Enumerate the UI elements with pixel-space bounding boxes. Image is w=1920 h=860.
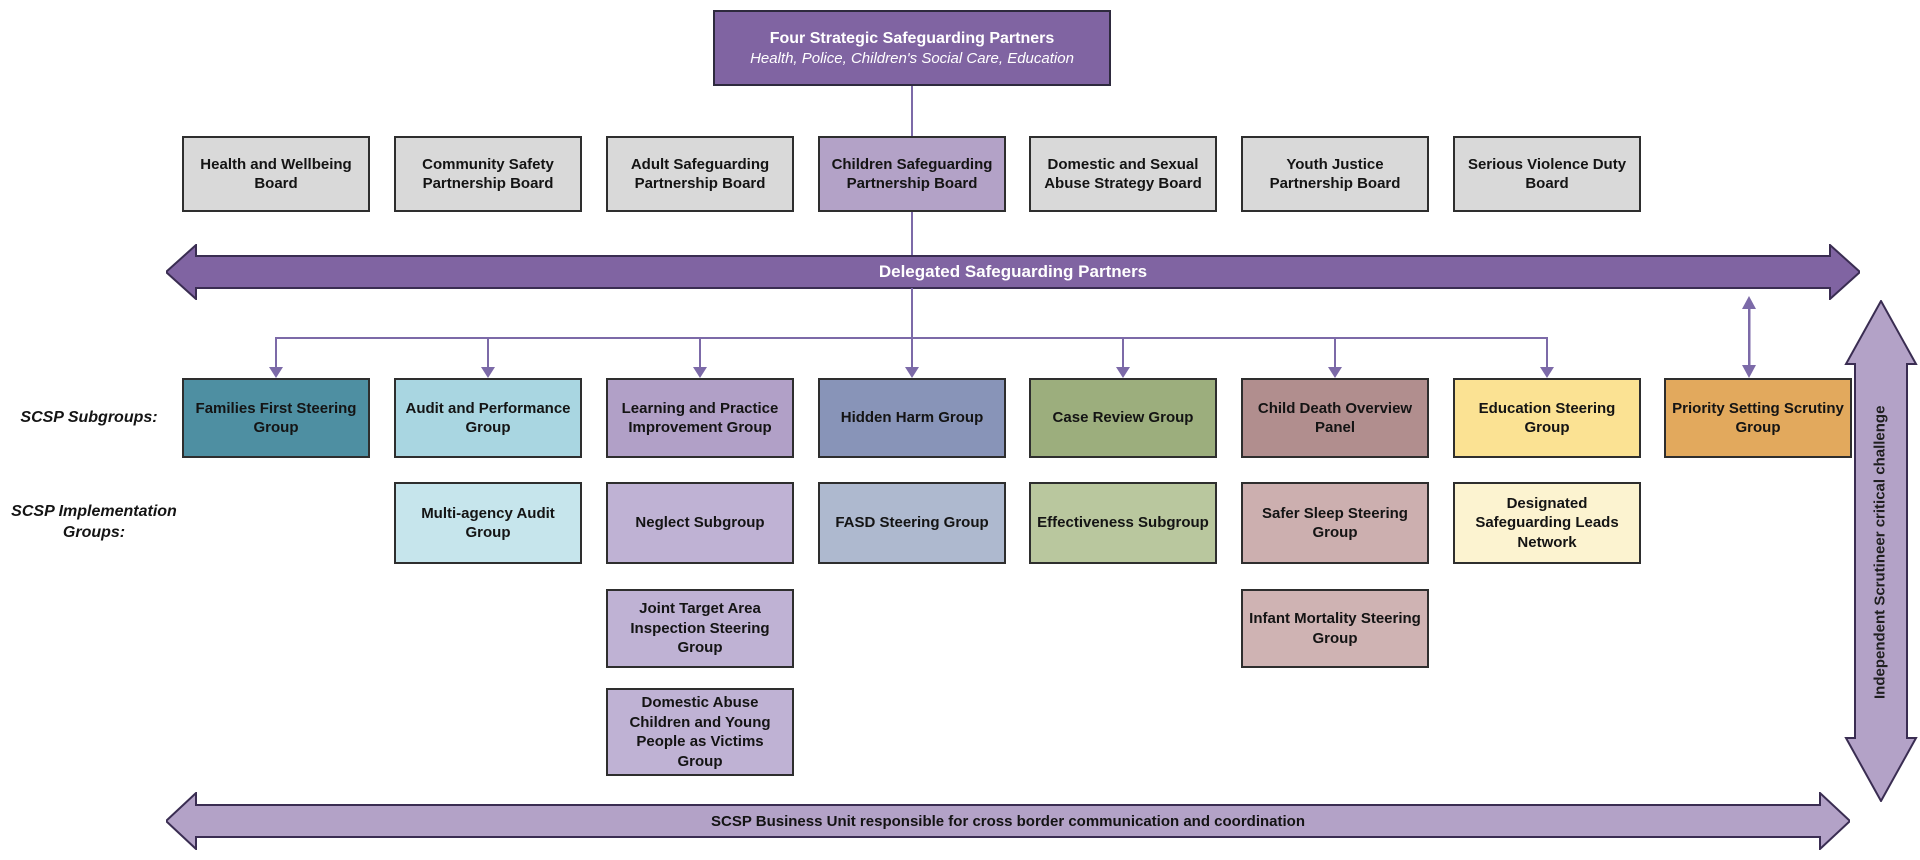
board-label: Domestic and Sexual Abuse Strategy Board bbox=[1044, 155, 1202, 193]
board-label: Serious Violence Duty Board bbox=[1467, 155, 1627, 193]
impl-label: FASD Steering Group bbox=[835, 514, 989, 532]
impl-label: Neglect Subgroup bbox=[635, 514, 765, 532]
connector-line bbox=[275, 337, 277, 368]
tert-box-joint-target-area-inspection: Joint Target Area Inspection Steering Gr… bbox=[606, 589, 794, 668]
impl-label: Safer Sleep Steering Group bbox=[1262, 504, 1408, 542]
board-box-adult-safeguarding: Adult Safeguarding Partnership Board bbox=[606, 136, 794, 212]
arrowhead-down-icon bbox=[1328, 367, 1342, 378]
board-box-children-safeguarding: Children Safeguarding Partnership Board bbox=[818, 136, 1006, 212]
board-label: Children Safeguarding Partnership Board bbox=[831, 155, 993, 193]
delegated-partners-arrow bbox=[166, 244, 1860, 300]
four-strategic-partners-subtitle: Health, Police, Children's Social Care, … bbox=[750, 49, 1074, 67]
subgroup-label: Case Review Group bbox=[1052, 409, 1194, 427]
subgroup-box-priority-setting-scrutiny: Priority Setting Scrutiny Group bbox=[1664, 378, 1852, 458]
impl-box-designated-safeguarding-leads: Designated Safeguarding Leads Network bbox=[1453, 482, 1641, 564]
four-strategic-partners-box: Four Strategic Safeguarding Partners Hea… bbox=[713, 10, 1111, 86]
board-label: Adult Safeguarding Partnership Board bbox=[630, 155, 770, 193]
subgroup-label: Audit and Performance Group bbox=[405, 399, 571, 437]
subgroup-label: Education Steering Group bbox=[1478, 399, 1616, 437]
connector-line bbox=[1334, 337, 1336, 368]
impl-box-fasd-steering: FASD Steering Group bbox=[818, 482, 1006, 564]
impl-label: Effectiveness Subgroup bbox=[1037, 514, 1209, 532]
board-box-health-wellbeing: Health and Wellbeing Board bbox=[182, 136, 370, 212]
connector-line bbox=[1122, 337, 1124, 368]
connector-line bbox=[911, 86, 913, 136]
arrowhead-down-icon bbox=[693, 367, 707, 378]
four-strategic-partners-title: Four Strategic Safeguarding Partners bbox=[769, 29, 1055, 47]
tert-label: Infant Mortality Steering Group bbox=[1249, 610, 1421, 647]
independent-scrutineer-label: Independent Scrutineer critical challeng… bbox=[1871, 405, 1889, 699]
subgroup-label: Child Death Overview Panel bbox=[1257, 399, 1413, 437]
board-box-youth-justice: Youth Justice Partnership Board bbox=[1241, 136, 1429, 212]
connector-line bbox=[911, 288, 913, 368]
impl-box-safer-sleep-steering: Safer Sleep Steering Group bbox=[1241, 482, 1429, 564]
arrowhead-down-icon bbox=[1116, 367, 1130, 378]
board-label: Community Safety Partnership Board bbox=[422, 155, 554, 193]
arrowhead-down-icon bbox=[481, 367, 495, 378]
subgroup-label: Priority Setting Scrutiny Group bbox=[1672, 399, 1844, 437]
impl-label: Designated Safeguarding Leads Network bbox=[1475, 494, 1619, 551]
subgroup-label: Hidden Harm Group bbox=[840, 409, 984, 427]
connector-line bbox=[1546, 337, 1548, 368]
impl-label: Multi-agency Audit Group bbox=[421, 504, 555, 542]
subgroup-label: Learning and Practice Improvement Group bbox=[621, 399, 779, 437]
connector-line bbox=[911, 212, 913, 256]
subgroup-label: Families First Steering Group bbox=[195, 399, 357, 437]
connector-line bbox=[275, 337, 1548, 339]
subgroup-box-case-review: Case Review Group bbox=[1029, 378, 1217, 458]
board-box-domestic-sexual-abuse: Domestic and Sexual Abuse Strategy Board bbox=[1029, 136, 1217, 212]
tert-label: Joint Target Area Inspection Steering Gr… bbox=[630, 600, 770, 657]
subgroup-box-child-death-overview: Child Death Overview Panel bbox=[1241, 378, 1429, 458]
board-label: Health and Wellbeing Board bbox=[200, 155, 352, 193]
board-box-serious-violence: Serious Violence Duty Board bbox=[1453, 136, 1641, 212]
connector-line bbox=[487, 337, 489, 368]
arrowhead-down-icon bbox=[905, 367, 919, 378]
impl-box-effectiveness-subgroup: Effectiveness Subgroup bbox=[1029, 482, 1217, 564]
scsp-subgroups-label: SCSP Subgroups: bbox=[20, 408, 158, 426]
quat-label: Domestic Abuse Children and Young People… bbox=[629, 694, 771, 770]
subgroup-box-audit-performance: Audit and Performance Group bbox=[394, 378, 582, 458]
impl-box-multi-agency-audit: Multi-agency Audit Group bbox=[394, 482, 582, 564]
board-label: Youth Justice Partnership Board bbox=[1269, 155, 1401, 193]
connector-line bbox=[699, 337, 701, 368]
tert-box-infant-mortality-steering: Infant Mortality Steering Group bbox=[1241, 589, 1429, 668]
subgroup-box-families-first: Families First Steering Group bbox=[182, 378, 370, 458]
business-unit-arrow bbox=[166, 792, 1850, 850]
scrutiny-double-arrow bbox=[1742, 296, 1756, 378]
quat-box-domestic-abuse-cyp-victims: Domestic Abuse Children and Young People… bbox=[606, 688, 794, 776]
subgroup-box-learning-practice: Learning and Practice Improvement Group bbox=[606, 378, 794, 458]
subgroup-box-hidden-harm: Hidden Harm Group bbox=[818, 378, 1006, 458]
subgroup-box-education-steering: Education Steering Group bbox=[1453, 378, 1641, 458]
arrowhead-down-icon bbox=[1540, 367, 1554, 378]
scsp-implementation-groups-label: SCSP Implementation Groups: bbox=[11, 503, 177, 541]
impl-box-neglect-subgroup: Neglect Subgroup bbox=[606, 482, 794, 564]
independent-scrutineer-arrow bbox=[1844, 300, 1918, 802]
board-box-community-safety: Community Safety Partnership Board bbox=[394, 136, 582, 212]
arrowhead-down-icon bbox=[269, 367, 283, 378]
